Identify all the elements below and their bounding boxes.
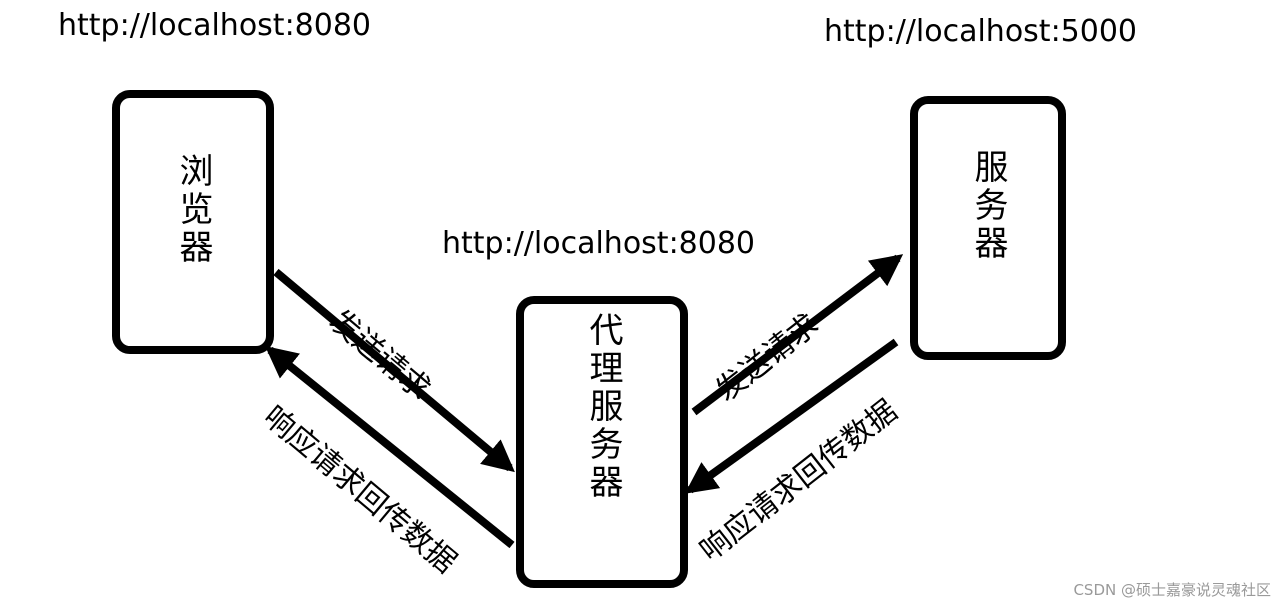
- server-node-label: 服务器: [968, 149, 1008, 263]
- browser-url-label: http://localhost:8080: [58, 8, 372, 43]
- proxy-node-label: 代理服务器: [583, 312, 623, 502]
- server-node: 服务器: [910, 96, 1066, 360]
- arrow-proxy-to-browser: [265, 345, 515, 549]
- arrow-server-to-proxy: [684, 338, 899, 494]
- arrow-browser-to-proxy: [273, 268, 515, 473]
- watermark: CSDN @硕士嘉豪说灵魂社区: [1073, 581, 1271, 599]
- server-url-label: http://localhost:5000: [824, 14, 1138, 49]
- browser-node-label: 浏览器: [173, 153, 213, 267]
- proxy-node: 代理服务器: [516, 296, 688, 588]
- browser-node: 浏览器: [112, 90, 274, 354]
- proxy-url-label: http://localhost:8080: [442, 226, 756, 261]
- arrow-proxy-to-server: [691, 254, 904, 416]
